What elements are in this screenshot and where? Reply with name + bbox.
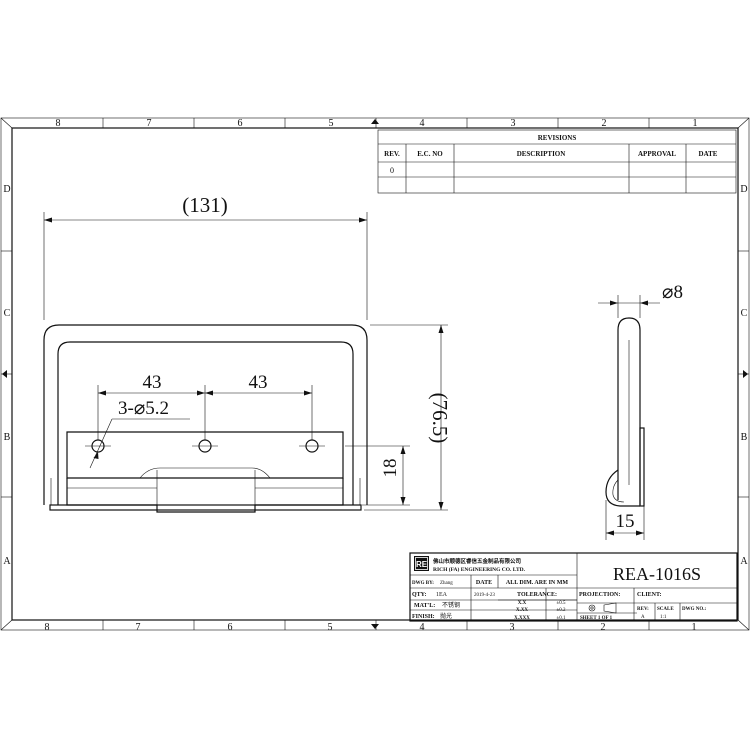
dim-plate-height: 18 (380, 459, 401, 478)
zone-col-bottom-3: 3 (510, 622, 515, 633)
dim-spacing-right: 43 (249, 372, 268, 393)
finish-value: 抛光 (440, 612, 452, 620)
zone-col-top-1: 1 (693, 118, 698, 129)
zone-row-left-b: B (4, 432, 11, 443)
zone-col-bottom-6: 6 (228, 622, 233, 633)
zone-col-bottom-2: 2 (601, 622, 606, 633)
tolerance-key-2: X.XX (516, 608, 528, 613)
company-name-en: RICH (FA) ENGINEERING CO. LTD. (433, 566, 526, 573)
zone-col-top-2: 2 (602, 118, 607, 129)
tolerance-value-2: ±0.2 (557, 608, 566, 613)
dim-overall-height: (76.5) (428, 393, 452, 444)
zone-row-left-c: C (4, 308, 11, 319)
projection-symbol-icon (588, 602, 617, 614)
finish-label: FINISH: (412, 614, 435, 620)
tolerance-label: TOLERANCE: (517, 592, 557, 598)
projection-label: PROJECTION: (579, 592, 620, 598)
zone-col-bottom-7: 7 (136, 622, 141, 633)
zone-col-bottom-4: 4 (420, 622, 425, 633)
revisions-table: REVISIONS REV. E.C. NO DESCRIPTION APPRO… (377, 129, 737, 194)
zone-row-right-b: B (741, 432, 748, 443)
sheet-number: SHEET 1 OF 1 (580, 616, 613, 621)
units-note: ALL DIM. ARE IN MM (506, 580, 569, 586)
zone-col-top-4: 4 (420, 118, 425, 129)
matl-label: MAT'L: (414, 603, 435, 609)
revisions-row-rev: 0 (390, 166, 394, 175)
front-view: (131) 43 43 3-⌀5.2 18 (76.5) (43, 193, 452, 513)
side-view: ⌀8 15 (598, 282, 683, 540)
rev-value: A (641, 615, 645, 620)
svg-text:RE: RE (416, 560, 428, 569)
dim-side-depth: 15 (616, 511, 635, 532)
zone-col-top-6: 6 (238, 118, 243, 129)
date-value: 2019-4-23 (474, 593, 495, 598)
tolerance-value-1: ±0.5 (557, 601, 566, 606)
sheet-border: 8 7 6 5 4 3 2 1 8 7 6 5 4 3 2 1 D C B A … (0, 117, 750, 633)
qty-label: QTY: (412, 592, 426, 598)
date-label: DATE (476, 580, 492, 586)
qty-value: 1EA (436, 592, 448, 598)
zone-row-right-a: A (740, 556, 748, 567)
company-logo: RE (414, 556, 429, 571)
dwg-by-value: Zhang (440, 581, 453, 586)
scale-label: SCALE (657, 607, 674, 612)
dim-spacing-left: 43 (143, 372, 162, 393)
dwg-no-label: DWG NO.: (682, 607, 707, 612)
part-number: REA-1016S (613, 564, 701, 584)
zone-col-top-8: 8 (56, 118, 61, 129)
dim-wire-dia: ⌀8 (662, 282, 683, 303)
zone-col-top-7: 7 (147, 118, 152, 129)
scale-value: 1:1 (660, 615, 667, 620)
zone-col-bottom-8: 8 (45, 622, 50, 633)
title-block: RE 佛山市顺德区睿信五金制品有限公司 RICH (FA) ENGINEERIN… (409, 552, 738, 622)
zone-col-top-5: 5 (329, 118, 334, 129)
zone-row-right-c: C (741, 308, 748, 319)
zone-col-bottom-1: 1 (692, 622, 697, 633)
zone-row-left-a: A (3, 556, 11, 567)
revisions-header-approval: APPROVAL (638, 150, 676, 158)
revisions-header-ec: E.C. NO (417, 150, 443, 158)
dim-holes: 3-⌀5.2 (118, 398, 169, 419)
tolerance-value-3: ±0.1 (557, 616, 566, 621)
zone-row-right-d: D (740, 184, 747, 195)
revisions-header-date: DATE (699, 150, 718, 158)
zone-col-top-3: 3 (511, 118, 516, 129)
client-label: CLIENT: (637, 592, 662, 598)
revisions-header-rev: REV. (384, 150, 400, 158)
revisions-title: REVISIONS (538, 134, 577, 142)
company-name-cn: 佛山市顺德区睿信五金制品有限公司 (432, 557, 521, 565)
matl-value: 不锈钢 (442, 601, 460, 609)
tolerance-key-1: X.X (518, 601, 527, 606)
tolerance-key-3: X.XXX (514, 616, 530, 621)
dim-overall-width: (131) (182, 193, 228, 217)
zone-ticks (1, 118, 749, 630)
zone-col-bottom-5: 5 (328, 622, 333, 633)
dwg-by-label: DWG BY: (412, 581, 434, 586)
revisions-header-description: DESCRIPTION (517, 150, 566, 158)
zone-row-left-d: D (3, 184, 10, 195)
rev-label: REV: (637, 607, 649, 612)
